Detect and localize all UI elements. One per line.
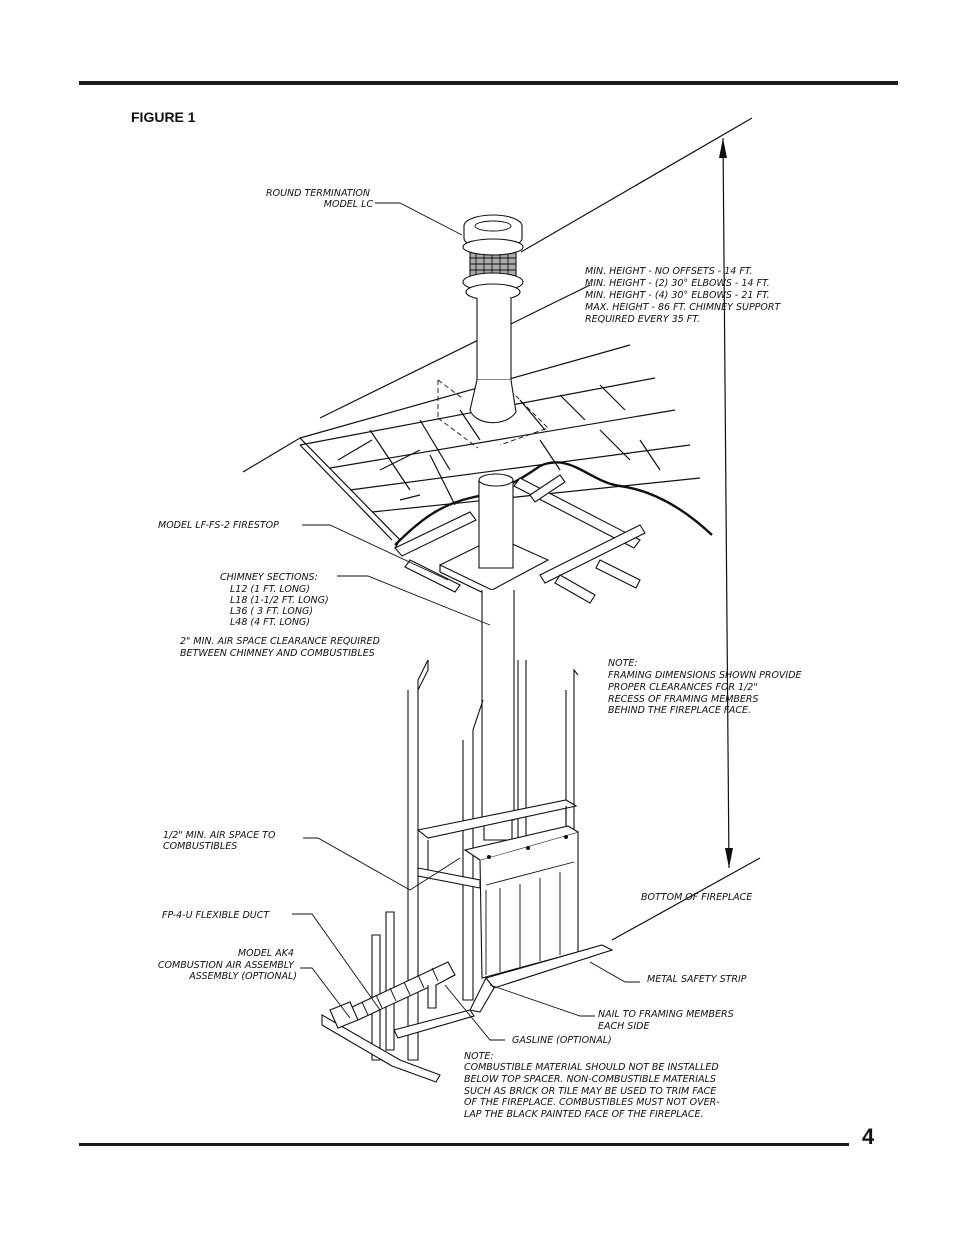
label-safety-strip: METAL SAFETY STRIP [647,974,747,985]
page-number: 4 [862,1124,875,1149]
label-nail: NAIL TO FRAMING MEMBERS EACH SIDE [598,1009,737,1032]
label-framing-note: NOTE: FRAMING DIMENSIONS SHOWN PROVIDE P… [608,658,805,716]
chimney-pipe [478,473,515,841]
fireplace-unit [463,825,614,1013]
label-chimney-sections: CHIMNEY SECTIONS: L12 (1 FT. LONG) L18 (… [220,572,332,628]
label-air-space-half: 1/2" MIN. AIR SPACE TO COMBUSTIBLES [163,830,279,852]
height-dimension [520,117,761,941]
label-termination: ROUND TERMINATION MODEL LC [266,188,373,210]
label-bottom-note: NOTE: COMBUSTIBLE MATERIAL SHOULD NOT BE… [464,1051,723,1120]
label-firestop: MODEL LF-FS-2 FIRESTOP [158,520,279,531]
firestop-framing [394,474,646,604]
bottom-rule [79,1143,849,1146]
label-gasline: GASLINE (OPTIONAL) [512,1035,612,1046]
leader-lines [292,202,640,1041]
round-termination-cap [462,214,524,424]
figure-title: FIGURE 1 [131,109,196,125]
top-rule [79,81,898,85]
flexible-duct [329,961,456,1029]
label-flexible-duct: FP-4-U FLEXIBLE DUCT [162,910,270,921]
label-ak4: MODEL AK4 COMBUSTION AIR ASSEMBLY ASSEMB… [158,948,297,982]
label-bottom-of-fireplace: BOTTOM OF FIREPLACE [641,892,752,903]
label-air-space-2: 2" MIN. AIR SPACE CLEARANCE REQUIRED BET… [180,636,383,659]
label-heights: MIN. HEIGHT - NO OFFSETS - 14 FT. MIN. H… [585,266,783,325]
